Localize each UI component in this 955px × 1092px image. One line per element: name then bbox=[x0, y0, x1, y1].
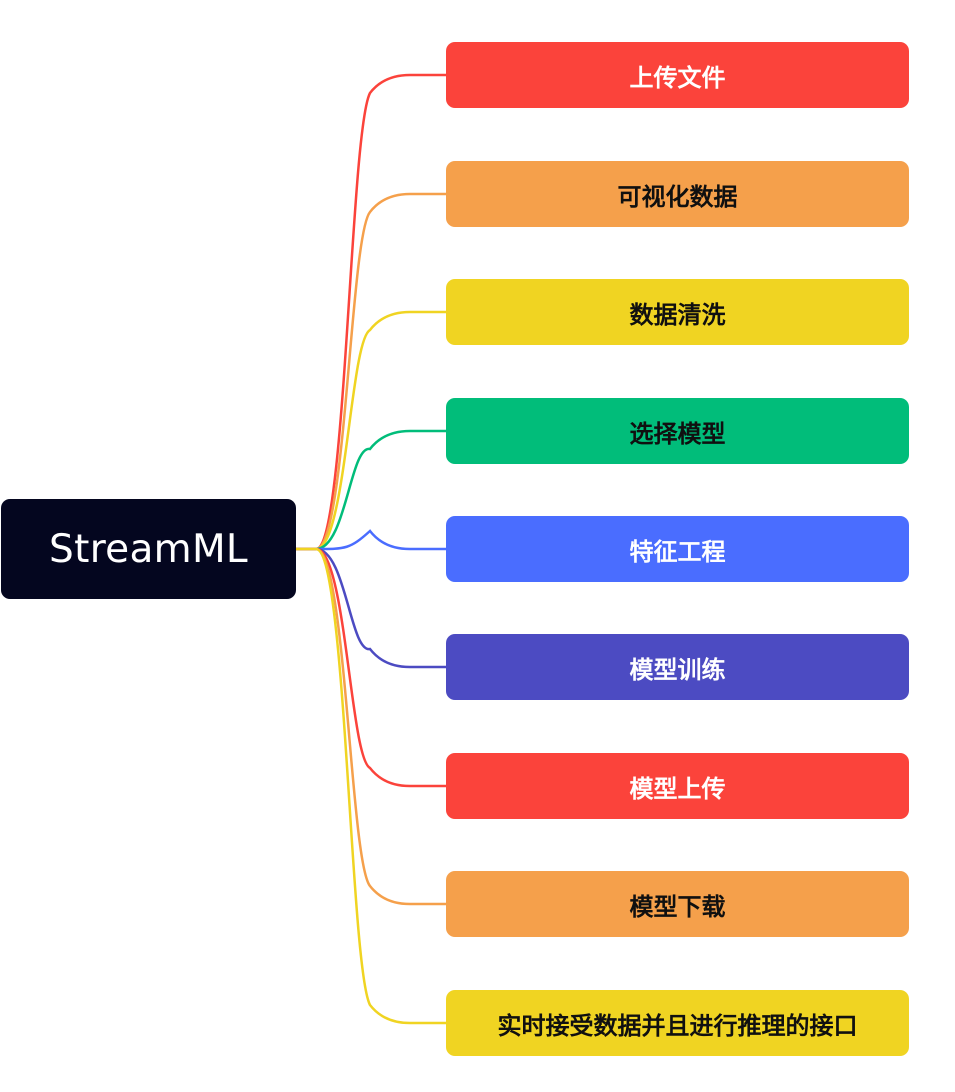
branch-node-model-training[interactable]: 模型训练 bbox=[446, 634, 909, 700]
branch-node-select-model[interactable]: 选择模型 bbox=[446, 398, 909, 464]
branch-node-model-upload[interactable]: 模型上传 bbox=[446, 753, 909, 819]
connector-line bbox=[296, 547, 446, 669]
branch-node-data-cleaning[interactable]: 数据清洗 bbox=[446, 279, 909, 345]
connector-line bbox=[296, 192, 446, 551]
connector-line bbox=[296, 73, 446, 551]
branch-node-visualize-data[interactable]: 可视化数据 bbox=[446, 161, 909, 227]
root-node-streamml[interactable]: StreamML bbox=[1, 499, 296, 599]
connector-line bbox=[296, 310, 446, 551]
connector-line bbox=[296, 529, 446, 551]
branch-node-model-download[interactable]: 模型下载 bbox=[446, 871, 909, 937]
connector-line bbox=[296, 547, 446, 788]
connector-line bbox=[296, 547, 446, 1025]
connector-line bbox=[296, 547, 446, 906]
branch-node-upload-file[interactable]: 上传文件 bbox=[446, 42, 909, 108]
branch-node-feature-engineering[interactable]: 特征工程 bbox=[446, 516, 909, 582]
connector-line bbox=[296, 429, 446, 551]
branch-node-realtime-inference-api[interactable]: 实时接受数据并且进行推理的接口 bbox=[446, 990, 909, 1056]
